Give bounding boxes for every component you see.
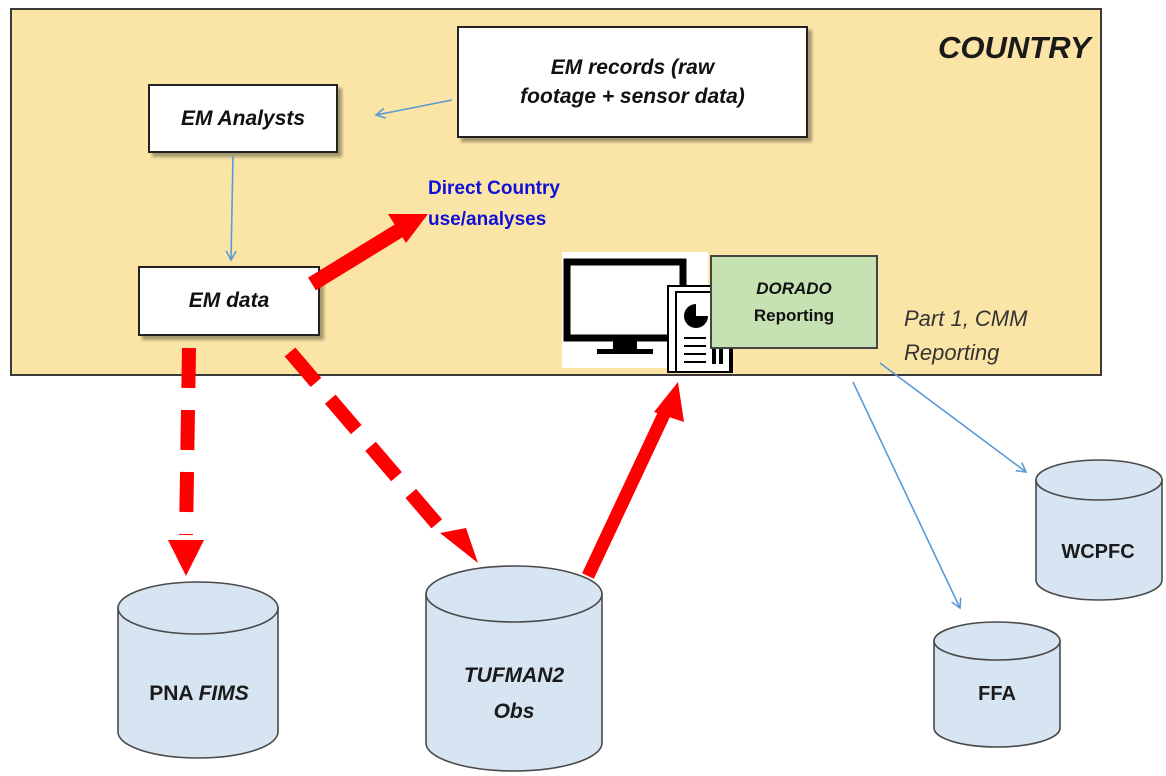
arrow-analysts-to-emdata — [225, 155, 237, 262]
pna-fims-label: PNA FIMS — [118, 676, 280, 712]
arrowhead-tufman — [440, 528, 478, 563]
db-pna-fims — [117, 581, 279, 759]
arrow-emdata-to-direct — [308, 223, 404, 291]
tufman-line2: Obs — [493, 700, 535, 723]
ffa-label: FFA — [978, 683, 1016, 705]
arrowhead-pna — [168, 540, 204, 576]
arrow-tufman-to-reporting — [582, 407, 672, 579]
dorado-line2: Reporting — [753, 306, 835, 325]
db-wcpfc — [1035, 459, 1163, 601]
direct-use-label: Direct Country use/analyses — [428, 173, 560, 235]
direct-use-line2: use/analyses — [428, 209, 547, 230]
dorado-reporting-box: DORADO Reporting — [710, 255, 878, 349]
em-records-box: EM records (raw footage + sensor data) — [457, 26, 808, 138]
arrow-to-wcpfc — [879, 362, 1028, 473]
computer-report-icon — [562, 252, 733, 373]
em-records-line2: footage + sensor data) — [520, 85, 745, 108]
part1-line2: Reporting — [904, 340, 1000, 365]
part1-line1: Part 1, CMM — [904, 306, 1028, 331]
arrow-to-ffa — [852, 381, 962, 610]
direct-use-line1: Direct Country — [428, 178, 560, 199]
pna-prefix: PNA — [149, 682, 193, 705]
arrow-emdata-to-tufman — [284, 347, 454, 542]
em-records-line1: EM records (raw — [550, 55, 715, 79]
arrow-emdata-to-pna — [179, 347, 196, 536]
em-analysts-label: EM Analysts — [180, 106, 306, 130]
arrowhead-direct — [388, 214, 428, 243]
arrow-records-to-analysts — [374, 99, 453, 119]
country-label: COUNTRY — [938, 30, 1091, 65]
wcpfc-label: WCPFC — [1061, 541, 1135, 563]
em-data-box: EM data — [138, 266, 320, 336]
part1-cmm-label: Part 1, CMM Reporting — [904, 302, 1027, 370]
em-data-label: EM data — [188, 289, 270, 313]
pna-name: FIMS — [198, 682, 249, 705]
tufman2-obs-label: TUFMAN2 Obs — [425, 658, 603, 730]
dorado-line1: DORADO — [756, 278, 832, 298]
arrowhead-reporting — [654, 382, 684, 422]
em-analysts-box: EM Analysts — [148, 84, 338, 153]
db-ffa — [933, 621, 1061, 748]
tufman-line1: TUFMAN2 — [463, 664, 565, 687]
db-tufman2-obs — [425, 565, 603, 772]
